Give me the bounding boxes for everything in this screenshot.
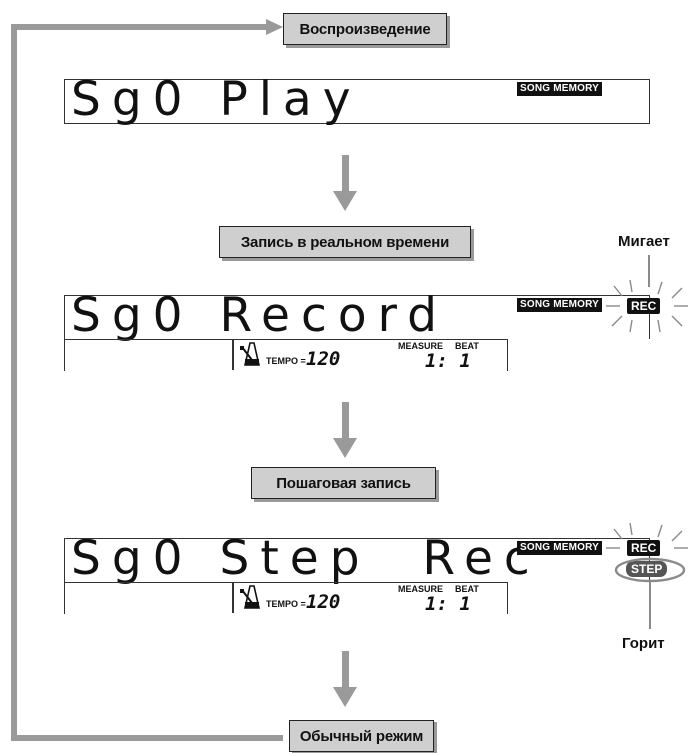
lcd-display-step-rec: Sg0 Step Rec SONG MEMORY (64, 531, 650, 586)
lcd-sub-panel (64, 339, 508, 371)
blink-rays-icon (606, 279, 688, 333)
lcd-display-play: Sg0 Play SONG MEMORY (64, 72, 650, 127)
measure-label: MEASURE (398, 341, 444, 351)
blink-rays-icon (606, 522, 688, 549)
down-arrow-icon (333, 402, 357, 458)
lcd-display-record: Sg0 Record SONG MEMORY (64, 288, 650, 343)
down-arrow-icon (333, 651, 357, 707)
song-memory-indicator: SONG MEMORY (517, 541, 603, 555)
lcd-divider (232, 582, 234, 613)
step-text: Пошаговая запись (276, 474, 411, 492)
playback-text: Воспроизведение (299, 20, 431, 38)
lcd-divider (232, 339, 234, 370)
lcd-main-text: Sg0 Record (71, 288, 448, 343)
down-arrow-icon (333, 155, 357, 211)
song-memory-indicator: SONG MEMORY (517, 298, 603, 312)
tempo-label: TEMPO = (266, 356, 306, 366)
tempo-value: 120 (306, 348, 341, 370)
position-value: 1: 1 (425, 350, 471, 372)
normal-mode-label: Обычный режим (289, 720, 434, 752)
beat-label: BEAT (455, 341, 479, 351)
playback-label: Воспроизведение (283, 13, 447, 45)
lcd-main-text: Sg0 Play (71, 72, 362, 127)
step-indicator: STEP (626, 561, 668, 577)
metronome-icon (240, 342, 261, 366)
blinks-note: Мигает (618, 233, 670, 250)
lcd-sub-panel (64, 582, 508, 614)
lcd-main-text: Sg0 Step Rec (71, 531, 541, 586)
step-label: Пошаговая запись (251, 467, 436, 499)
rec-indicator: REC (627, 298, 661, 314)
realtime-label: Запись в реальном времени (219, 226, 471, 258)
metronome-icon (240, 585, 261, 609)
realtime-text: Запись в реальном времени (240, 233, 450, 251)
lit-pointer-line (649, 581, 651, 629)
position-value: 1: 1 (425, 593, 471, 615)
lit-note: Горит (622, 635, 665, 652)
blinks-pointer-line (648, 255, 650, 287)
measure-label: MEASURE (398, 584, 444, 594)
tempo-label: TEMPO = (266, 599, 306, 609)
rec-indicator: REC (627, 540, 661, 556)
normal-mode-text: Обычный режим (299, 727, 424, 745)
tempo-value: 120 (306, 591, 341, 613)
beat-label: BEAT (455, 584, 479, 594)
song-memory-indicator: SONG MEMORY (517, 82, 603, 96)
